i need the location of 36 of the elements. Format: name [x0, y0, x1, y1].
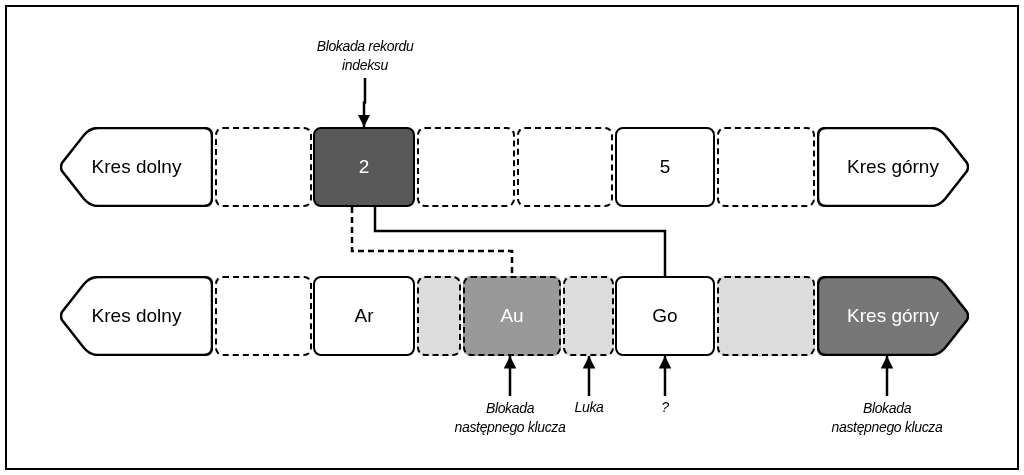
boundary-pentagon: [60, 127, 213, 207]
empty-slot-box: [563, 276, 614, 356]
node-label: 2: [358, 155, 370, 179]
empty-slot-box: [717, 127, 815, 207]
arrow: [658, 356, 672, 396]
arrow: [503, 356, 517, 396]
empty-slot-box: [517, 127, 613, 207]
boundary-pentagon: [817, 276, 969, 356]
empty-slot-box: [417, 127, 515, 207]
callout-label: ?: [661, 397, 669, 417]
callout-label: Luka: [574, 397, 604, 417]
index-record-box: [615, 127, 715, 207]
arrow: [582, 356, 596, 396]
index-record-box: [313, 127, 415, 207]
index-record-box: [615, 276, 715, 356]
boundary-pentagon: [817, 127, 969, 207]
callout-label: Blokada rekordu indeksu: [315, 37, 415, 75]
node-label: Kres dolny: [91, 304, 182, 328]
node-label: Go: [652, 304, 678, 328]
connector-line: [350, 207, 514, 276]
boundary-pentagon: [60, 276, 213, 356]
node-label: Ar: [354, 304, 374, 328]
empty-slot-box: [717, 276, 815, 356]
empty-slot-box: [417, 276, 461, 356]
node-label: 5: [659, 155, 671, 179]
node-label: Kres dolny: [91, 155, 182, 179]
arrow: [357, 78, 371, 127]
node-label: Kres górny: [847, 155, 939, 179]
connector-line: [373, 207, 667, 276]
index-record-box: [463, 276, 561, 356]
node-label: Kres górny: [847, 304, 939, 328]
node-label: Au: [500, 304, 524, 328]
arrow: [880, 356, 894, 396]
callout-label: Blokada następnego klucza: [453, 399, 567, 437]
callout-label: Blokada następnego klucza: [830, 399, 944, 437]
index-record-box: [313, 276, 415, 356]
